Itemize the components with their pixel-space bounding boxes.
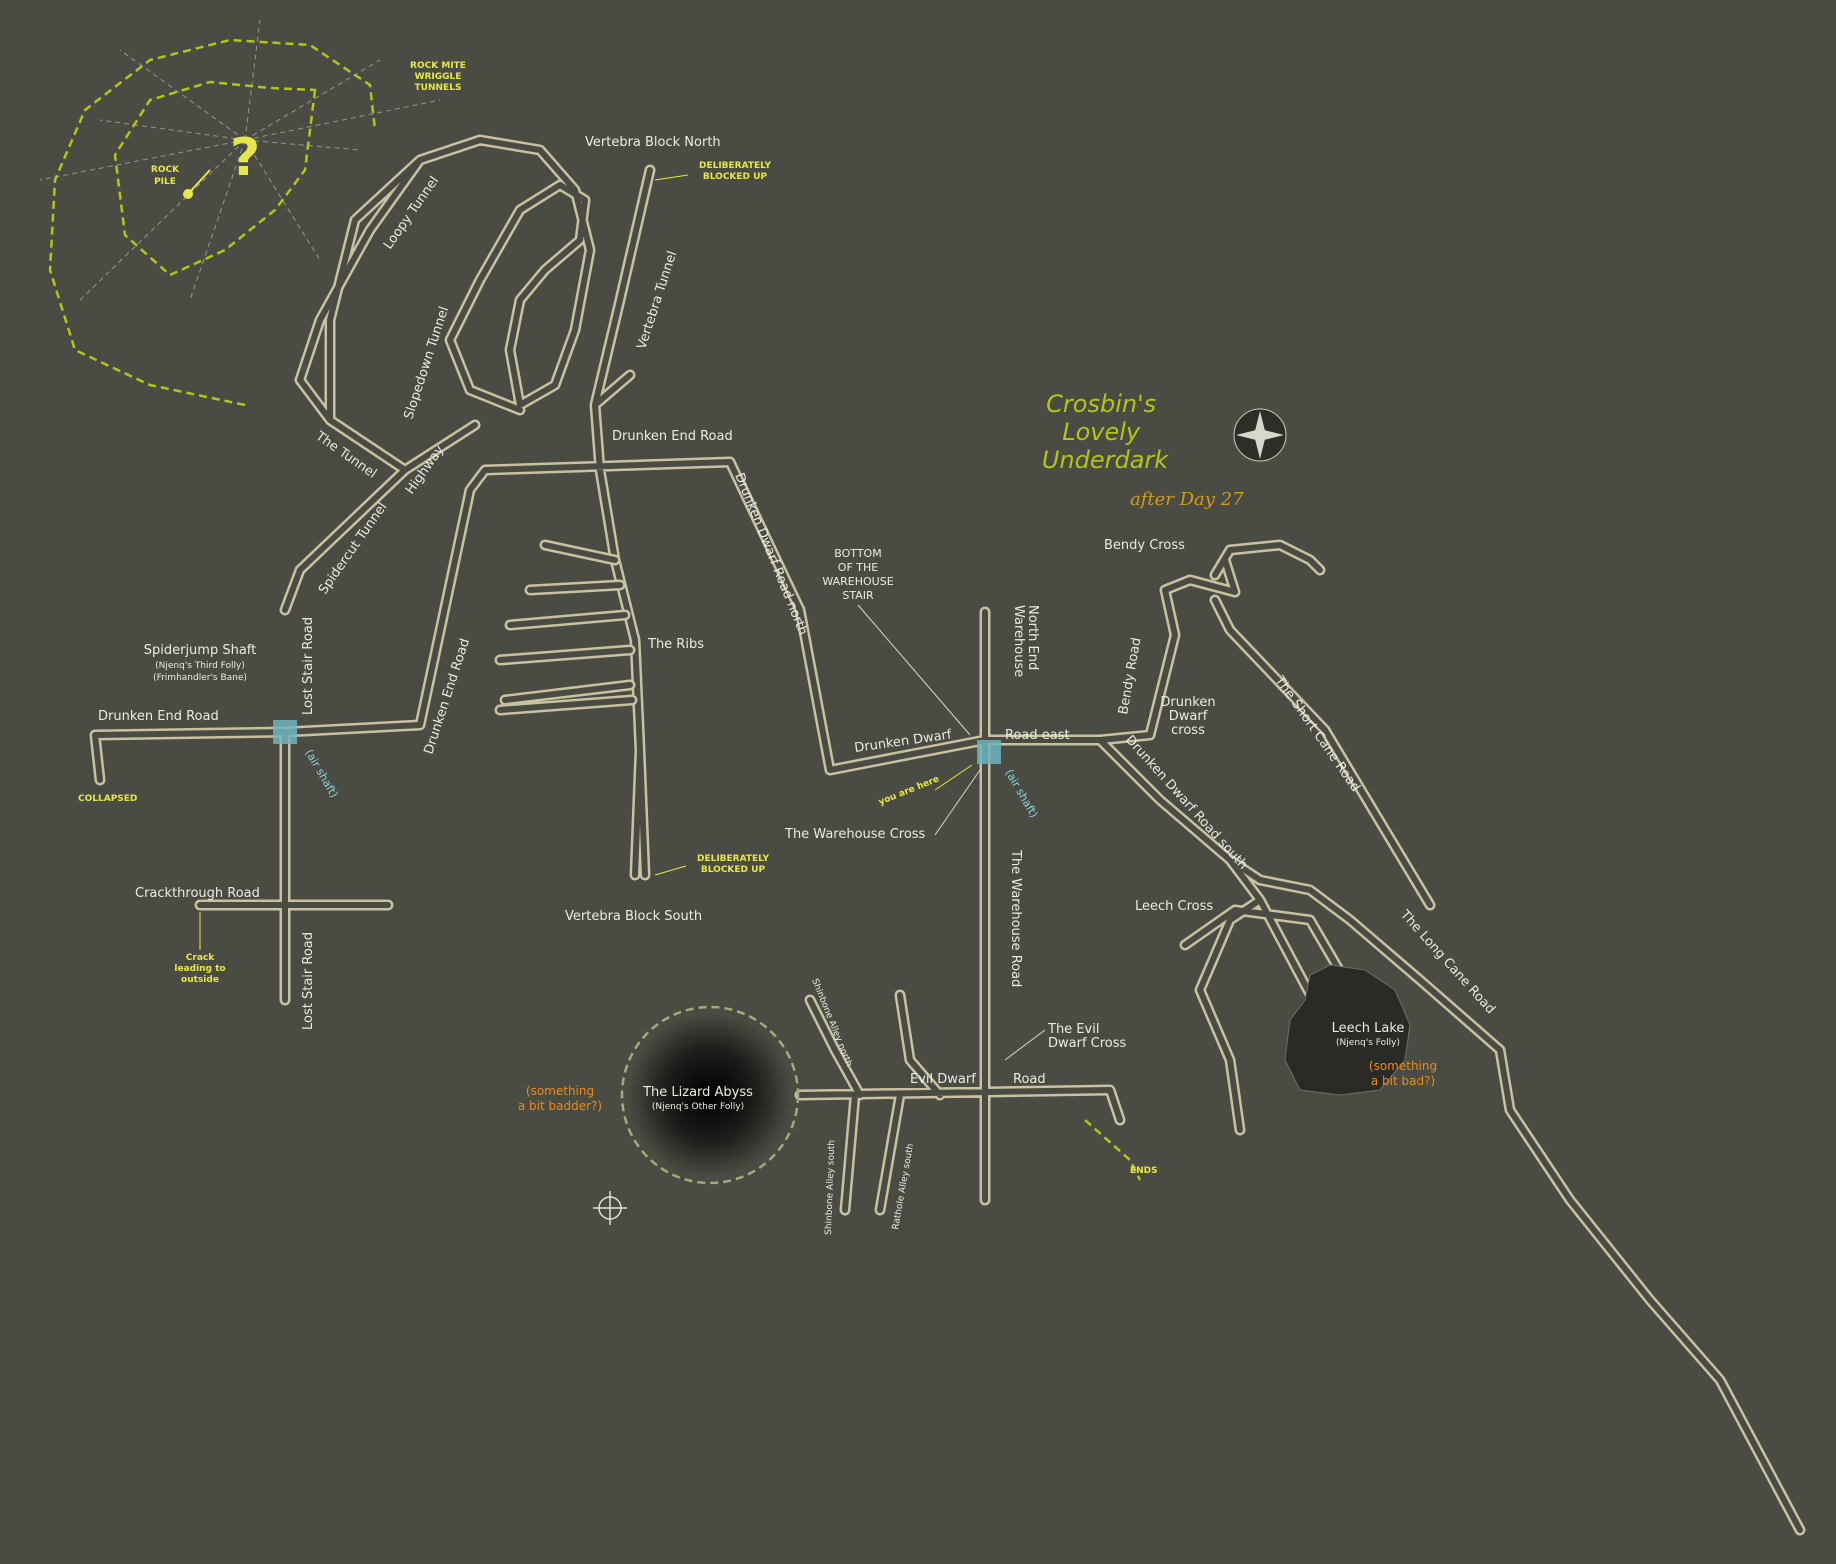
you-are-here-note: you are here xyxy=(877,774,940,807)
slopedown-tunnel-label: Slopedown Tunnel xyxy=(402,305,453,421)
leech-cross-label: Leech Cross xyxy=(1135,899,1213,914)
leech-lake xyxy=(1284,964,1411,1096)
compass-rose-icon xyxy=(1233,408,1287,462)
vertebra-tunnel-label: Vertebra Tunnel xyxy=(635,249,681,351)
vertebra-north-label: Vertebra Block North xyxy=(585,135,721,150)
leech-lake-sub-label: (Njenq's Folly) xyxy=(1336,1038,1400,1048)
warehouse-cross-label: The Warehouse Cross xyxy=(784,827,926,842)
lost-stair-road-south-label: Lost Stair Road xyxy=(301,932,316,1030)
crackthrough-road-label: Crackthrough Road xyxy=(135,886,260,901)
the-ribs-label: The Ribs xyxy=(647,637,704,652)
lizard-abyss xyxy=(628,1013,792,1177)
question-mark: ? xyxy=(230,128,260,188)
evil-dwarf-label: Evil Dwarf xyxy=(910,1072,976,1087)
lost-stair-road-label: Lost Stair Road xyxy=(301,617,316,715)
ends-note: ENDS xyxy=(1130,1166,1158,1176)
air-shaft-east-note: (air shaft) xyxy=(1002,767,1040,820)
lizard-abyss-sub-label: (Njenq's Other Folly) xyxy=(652,1102,744,1112)
vertebra-south-label: Vertebra Block South xyxy=(565,909,702,924)
lizard-abyss-label: The Lizard Abyss xyxy=(642,1085,753,1100)
bendy-road-label: Bendy Road xyxy=(1116,636,1144,715)
drunken-dwarf-road-north-label: Drunken Dwarf Road north xyxy=(731,471,810,638)
shinbone-alley-south-label: Shinbone Alley south xyxy=(824,1140,837,1235)
road-east-label: Road east xyxy=(1005,728,1070,743)
crosshair-icon xyxy=(593,1191,627,1225)
map-title: Crosbin's Lovely Underdark xyxy=(1042,390,1169,474)
air-shaft-west-note: (air shaft) xyxy=(302,747,340,800)
collapsed-note: COLLAPSED xyxy=(78,794,137,804)
warehouse-road-label: The Warehouse Road xyxy=(1008,849,1023,987)
roads xyxy=(89,134,1806,1536)
spiderjump-shaft-marker[interactable] xyxy=(273,720,297,744)
warehouse-shaft-marker[interactable] xyxy=(977,740,1001,764)
warehouse-north-end-label: WarehouseNorth End xyxy=(1011,605,1040,677)
drunken-end-road-west-label: Drunken End Road xyxy=(98,709,219,724)
spiderjump-sub-label: (Njenq's Third Folly)(Frimhandler's Bane… xyxy=(153,661,247,683)
drunken-end-road-label: Drunken End Road xyxy=(612,429,733,444)
drunken-dwarf-road-south-label: Drunken Dwarf Road south xyxy=(1122,733,1250,873)
short-cane-road-label: The Short Cane Road xyxy=(1271,673,1363,795)
bendy-cross-label: Bendy Cross xyxy=(1104,538,1185,553)
map-subtitle: after Day 27 xyxy=(1130,489,1244,510)
road-label: Road xyxy=(1013,1072,1046,1087)
spiderjump-shaft-label: Spiderjump Shaft xyxy=(144,643,257,658)
leech-lake-label: Leech Lake xyxy=(1332,1021,1405,1036)
